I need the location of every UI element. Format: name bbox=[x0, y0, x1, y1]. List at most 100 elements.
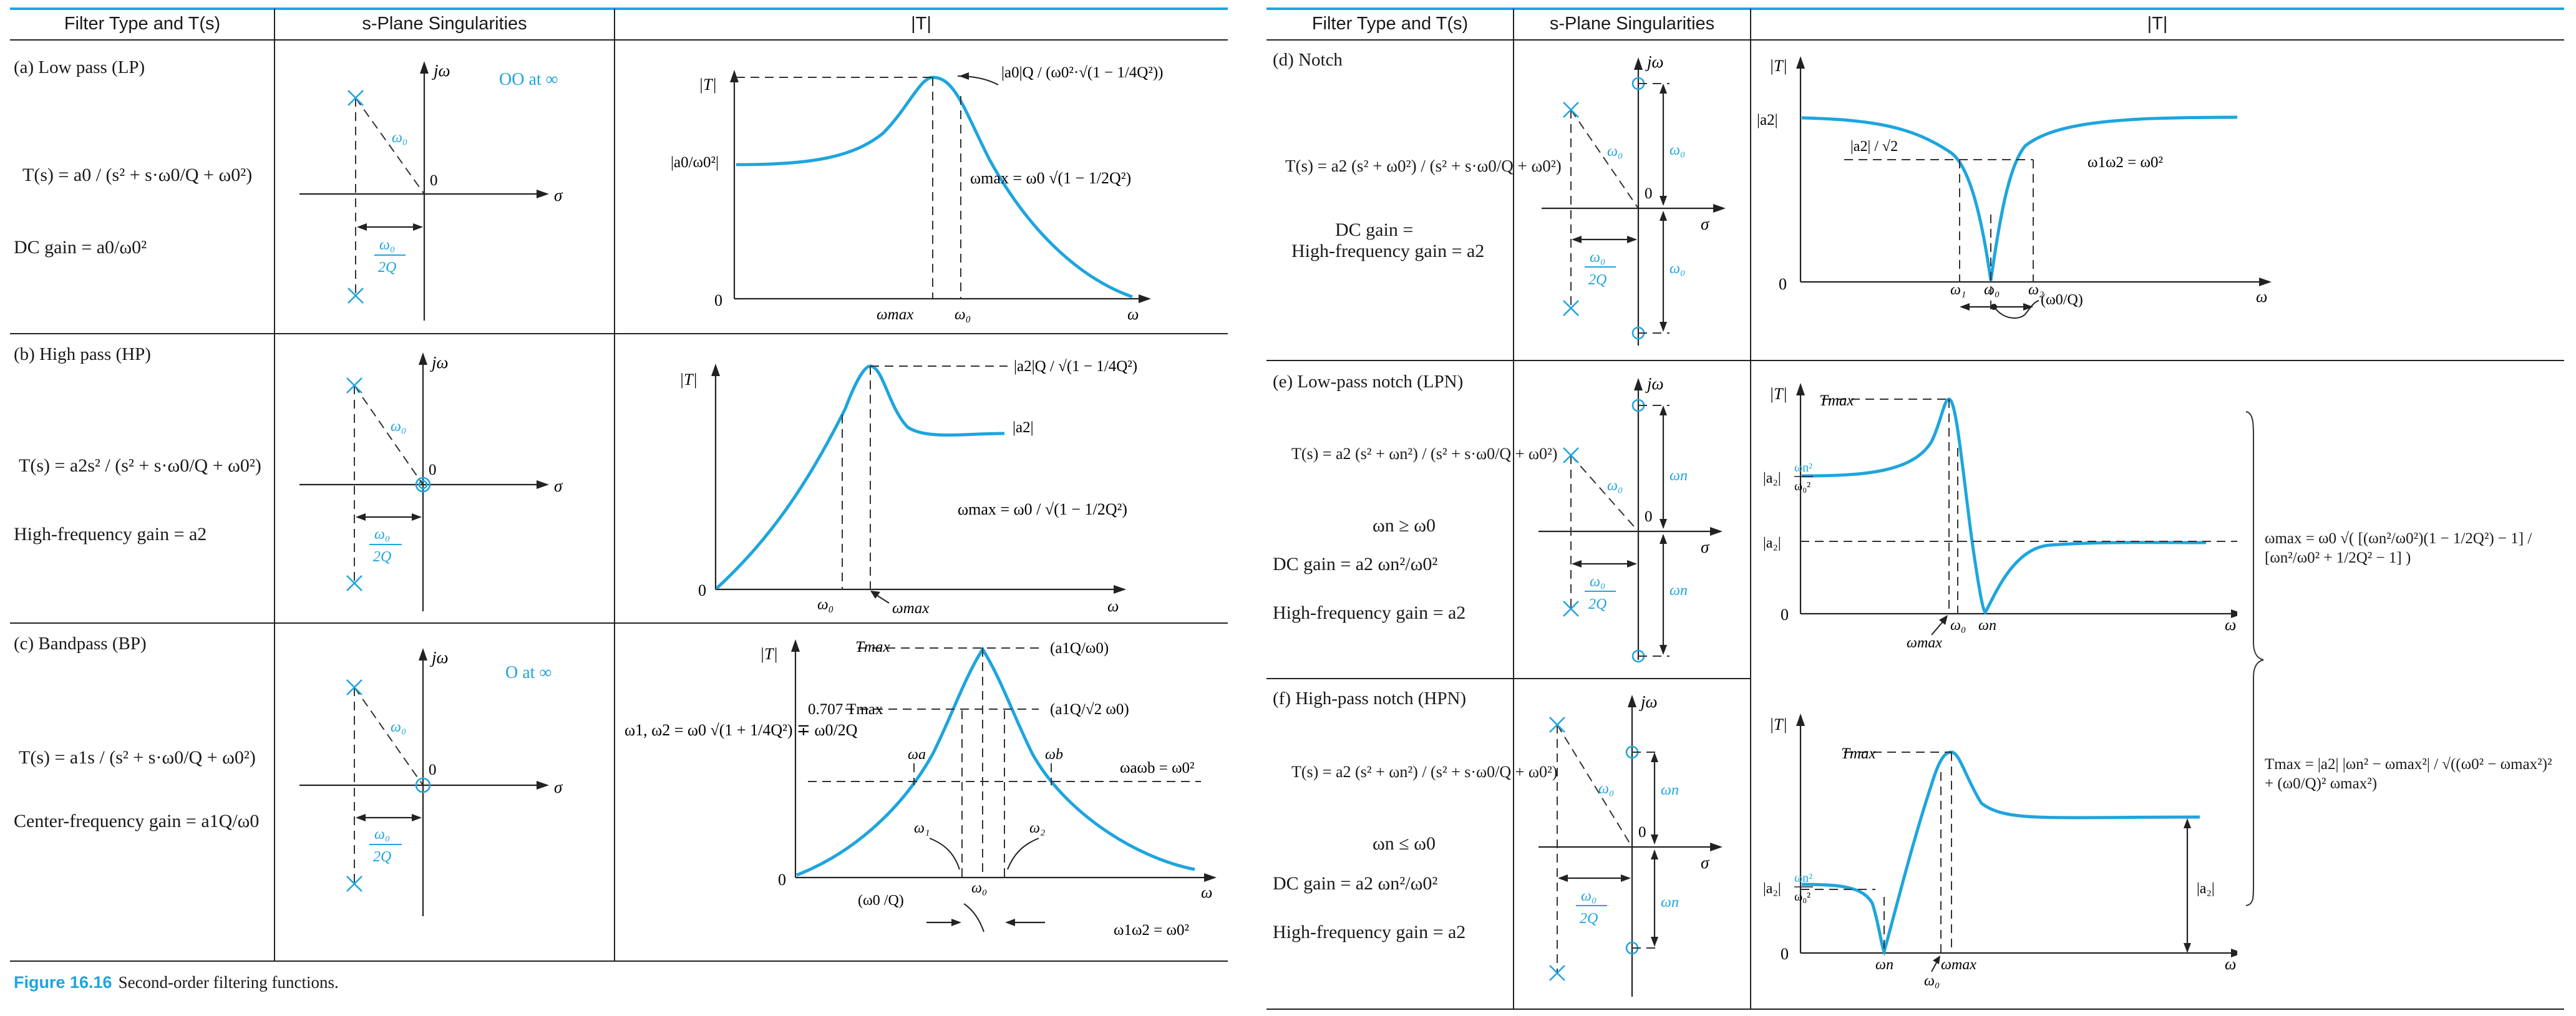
svg-text:ωn: ωn bbox=[1978, 617, 1996, 634]
lp-dc-gain: DC gain = a0/ω0² bbox=[14, 237, 147, 258]
lp-transfer-function: T(s) = a0 / (s² + s·ω0/Q + ω0²) bbox=[22, 165, 253, 185]
svg-text:ω₂: ω₂ bbox=[1029, 820, 1045, 836]
header-singularities: s-Plane Singularities bbox=[362, 14, 527, 34]
svg-text:ω₀: ω₀ bbox=[1598, 781, 1614, 797]
svg-text:ωn: ωn bbox=[1670, 468, 1688, 484]
svg-text:ω₀: ω₀ bbox=[1581, 888, 1597, 904]
svg-text:ω₀: ω₀ bbox=[1984, 282, 2000, 298]
svg-text:jω: jω bbox=[432, 61, 450, 80]
svg-text:0: 0 bbox=[1781, 945, 1789, 963]
bp-t707-value: (a1Q/√2 ω0) bbox=[1050, 701, 1129, 718]
hp-transfer-function: T(s) = a2s² / (s² + s·ω0/Q + ω0²) bbox=[19, 455, 261, 476]
svg-text:ω₂: ω₂ bbox=[2028, 282, 2044, 298]
hpn-condition: ωn ≤ ω0 bbox=[1373, 833, 1436, 854]
svg-text:2Q: 2Q bbox=[378, 259, 396, 276]
hpn-dc-gain: DC gain = a2 ωn²/ω0² bbox=[1273, 873, 1438, 894]
svg-text:ω₀: ω₀ bbox=[391, 418, 406, 435]
notch-w1w2: ω1ω2 = ω0² bbox=[2088, 154, 2163, 171]
svg-text:|a₂|: |a₂| bbox=[1763, 881, 1781, 897]
svg-text:jω: jω bbox=[430, 353, 449, 372]
svg-text:ω₀: ω₀ bbox=[1590, 574, 1605, 590]
lp-wmax-eq: ωmax = ω0 √(1 − 1/2Q²) bbox=[970, 169, 1131, 187]
svg-text:ω: ω bbox=[2225, 616, 2236, 634]
svg-text:|a₂|: |a₂| bbox=[2197, 881, 2215, 897]
row-notch-label: (d) Notch bbox=[1273, 50, 1343, 70]
svg-text:0: 0 bbox=[698, 581, 706, 599]
svg-text:|T|: |T| bbox=[1769, 57, 1787, 75]
lp-s-plane: jω σ 0 ω₀ ω₀ 2Q OO at ∞ bbox=[299, 61, 563, 321]
lp-magnitude-plot: |T| 0 ω |a0|Q / (ω0²·√(1 − 1/4Q²)) |a0/ω… bbox=[671, 64, 1164, 323]
svg-text:ω₁: ω₁ bbox=[1950, 282, 1966, 298]
left-table: Filter Type and T(s) s-Plane Singulariti… bbox=[0, 0, 1229, 1016]
svg-text:ωmax: ωmax bbox=[1907, 635, 1942, 651]
svg-text:ωn²: ωn² bbox=[1794, 461, 1812, 475]
svg-text:jω: jω bbox=[1639, 692, 1658, 711]
bp-tmax: Tmax bbox=[855, 639, 890, 656]
svg-text:ω₀: ω₀ bbox=[1950, 617, 1966, 634]
svg-text:ωa: ωa bbox=[908, 747, 926, 763]
svg-text:ωmax: ωmax bbox=[1941, 957, 1976, 973]
svg-text:ω₀²: ω₀² bbox=[1794, 890, 1810, 904]
svg-text:|T|: |T| bbox=[699, 75, 717, 94]
svg-text:ω: ω bbox=[1201, 883, 1212, 901]
svg-text:ω₀: ω₀ bbox=[1670, 261, 1685, 277]
svg-text:σ: σ bbox=[554, 186, 563, 205]
svg-text:σ: σ bbox=[1701, 538, 1710, 556]
svg-text:ω₀: ω₀ bbox=[817, 596, 834, 613]
lpn-transfer-function: T(s) = a2 (s² + ωn²) / (s² + s·ω0/Q + ω0… bbox=[1291, 445, 1558, 463]
row-lp-label: (a) Low pass (LP) bbox=[14, 57, 145, 77]
svg-text:|T|: |T| bbox=[679, 370, 697, 389]
tmax-shared-eq: Tmax = |a2| |ωn² − ωmax²| / √((ω0² − ωma… bbox=[2265, 756, 2552, 793]
header-singularities-2: s-Plane Singularities bbox=[1549, 14, 1715, 34]
svg-text:ω₀: ω₀ bbox=[379, 237, 395, 253]
hp-s-plane: jω σ 0 ω₀ ω₀ 2Q bbox=[299, 352, 563, 611]
svg-text:|T|: |T| bbox=[760, 645, 778, 663]
hpn-s-plane: jω σ 0 ω₀ ωn ωn ω₀ 2Q bbox=[1538, 692, 1723, 997]
svg-text:0: 0 bbox=[1779, 275, 1787, 293]
svg-text:0: 0 bbox=[778, 871, 786, 889]
svg-text:Tmax: Tmax bbox=[1841, 745, 1876, 762]
svg-text:0: 0 bbox=[1638, 824, 1646, 841]
svg-text:0: 0 bbox=[1645, 185, 1653, 202]
hp-peak-label: |a2|Q / √(1 − 1/4Q²) bbox=[1014, 358, 1137, 375]
figure-text: Second-order filtering functions. bbox=[118, 973, 339, 992]
row-hp-label: (b) High pass (HP) bbox=[14, 344, 151, 364]
bp-t707: 0.707 Tmax bbox=[808, 701, 883, 718]
svg-text:ω₀: ω₀ bbox=[392, 130, 407, 146]
svg-text:ω₀: ω₀ bbox=[1607, 478, 1623, 494]
lp-dc-level: |a0/ω0²| bbox=[671, 154, 719, 171]
bp-bw: (ω0 /Q) bbox=[858, 893, 904, 909]
row-hpn-label: (f) High-pass notch (HPN) bbox=[1273, 689, 1467, 709]
bp-s-plane: jω σ 0 ω₀ ω₀ 2Q O at ∞ bbox=[299, 648, 563, 916]
svg-text:σ: σ bbox=[1701, 853, 1710, 872]
lpn-s-plane: jω σ 0 ω₀ ωn ωn ω₀ 2Q bbox=[1538, 374, 1723, 663]
svg-text:jω: jω bbox=[1645, 52, 1664, 71]
right-table: Filter Type and T(s) s-Plane Singulariti… bbox=[1266, 0, 2576, 1016]
svg-text:ω₀: ω₀ bbox=[391, 719, 406, 735]
lp-peak-label: |a0|Q / (ω0²·√(1 − 1/4Q²)) bbox=[1001, 64, 1164, 81]
bp-magnitude-plot: |T| 0 ω Tmax (a1Q/ω0) 0.707 Tmax (a1Q/√2… bbox=[625, 639, 1217, 939]
lpn-condition: ωn ≥ ω0 bbox=[1373, 515, 1436, 536]
notch-s-plane: jω σ 0 ω₀ ω₀ ω₀ ω₀ 2Q bbox=[1542, 52, 1726, 346]
svg-text:ωn: ωn bbox=[1670, 583, 1688, 599]
svg-text:0: 0 bbox=[430, 172, 438, 189]
lpn-dc-gain: DC gain = a2 ωn²/ω0² bbox=[1273, 554, 1438, 574]
svg-text:ωmax: ωmax bbox=[892, 600, 929, 617]
hp-hf-gain: High-frequency gain = a2 bbox=[14, 524, 207, 544]
svg-text:ωn²: ωn² bbox=[1794, 871, 1812, 885]
svg-text:ω₀²: ω₀² bbox=[1794, 480, 1810, 493]
svg-text:|a₂|: |a₂| bbox=[1763, 535, 1781, 551]
hp-magnitude-plot: |T| 0 ω |a2|Q / √(1 − 1/4Q²) |a2| ωmax =… bbox=[679, 358, 1137, 617]
lpn-magnitude-plot: |T| 0 ω Tmax |a₂| ωn² ω₀² |a₂| ω₀ ωn ωma… bbox=[1763, 383, 2237, 651]
figure-number: Figure 16.16 bbox=[14, 973, 112, 992]
left-table-lines bbox=[10, 7, 1228, 962]
svg-text:ωn: ωn bbox=[1661, 894, 1679, 911]
svg-text:σ: σ bbox=[554, 477, 563, 495]
bp-w1w2: ω1ω2 = ω0² bbox=[1114, 922, 1189, 939]
svg-text:|T|: |T| bbox=[1769, 715, 1787, 733]
hpn-hf-gain: High-frequency gain = a2 bbox=[1273, 922, 1466, 942]
lp-zeros-note: OO at ∞ bbox=[499, 70, 558, 89]
svg-text:ωn: ωn bbox=[1875, 957, 1893, 973]
hp-wmax-eq: ωmax = ω0 / √(1 − 1/2Q²) bbox=[958, 500, 1127, 518]
hpn-transfer-function: T(s) = a2 (s² + ωn²) / (s² + s·ω0/Q + ω0… bbox=[1291, 763, 1558, 781]
